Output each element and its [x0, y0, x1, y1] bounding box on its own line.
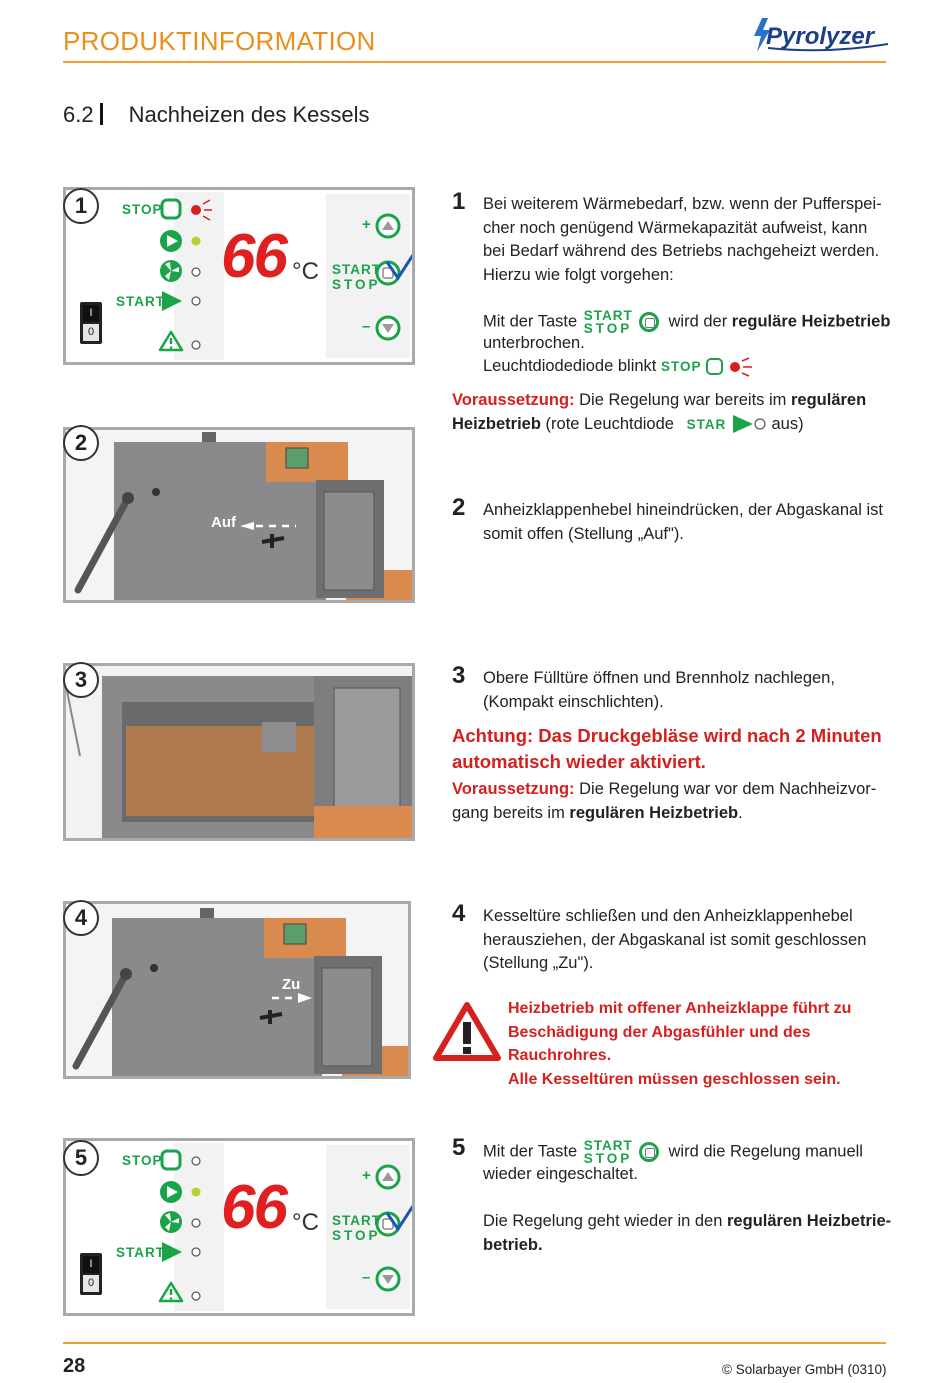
stop-button-icon	[706, 358, 724, 376]
step-1-intro: Bei weiterem Wärmebedarf, bzw. wenn der …	[483, 195, 882, 284]
red-led-blink-icon	[729, 356, 752, 377]
start-led-off-icon	[732, 415, 766, 434]
minus-label: –	[362, 318, 371, 335]
step-number-5: 5	[452, 1134, 466, 1161]
header-title: PRODUKTINFORMATION	[63, 26, 376, 56]
temperature-display: 66	[221, 1173, 288, 1242]
auf-label: Auf	[211, 514, 236, 531]
section-heading: 6.2 Nachheizen des Kessels	[63, 102, 370, 128]
panel-graphics-1	[158, 198, 412, 352]
step-2-text: Anheizklappenhebel hineindrücken, der Ab…	[483, 501, 883, 543]
step-4-warning: Heizbetrieb mit offener Anheizklappe füh…	[508, 1000, 852, 1088]
step-number-1: 1	[452, 188, 466, 215]
copyright: © Solarbayer GmbH (0310)	[722, 1362, 887, 1377]
start-stop-button-icon	[639, 1142, 660, 1162]
step-4-text: Kesseltüre schließen und den Anheizklapp…	[483, 907, 867, 972]
temperature-unit: °C	[292, 1209, 319, 1236]
figure-number-2: 2	[63, 425, 99, 461]
step-5-regelung: Die Regelung geht wieder in den reguläre…	[483, 1212, 892, 1254]
figure-4-boiler-zu: Zu	[63, 901, 411, 1079]
figure-2-boiler-auf: Auf	[63, 427, 415, 603]
header-rule	[63, 61, 886, 63]
page-number: 28	[63, 1355, 86, 1377]
step-5-line2: wieder eingeschaltet.	[483, 1165, 639, 1183]
step-number-4: 4	[452, 900, 466, 927]
step-1-blink-line: Leuchtdiodediode blinkt STOP	[483, 355, 803, 379]
panel-graphics-5	[158, 1149, 412, 1303]
start-label: START	[116, 1245, 165, 1260]
figure-number-5: 5	[63, 1140, 99, 1176]
stop-label: STOP	[122, 1153, 163, 1168]
figure-3-open-door	[63, 663, 415, 841]
temperature-unit: °C	[292, 258, 319, 285]
figure-1-control-panel: I 0 STOP START 66 °C ST	[63, 187, 415, 365]
step-1-unterbrochen: unterbrochen.	[483, 334, 585, 352]
start-label: START	[116, 294, 165, 309]
step-3-text: Obere Fülltüre öffnen und Brennholz nach…	[483, 669, 835, 711]
step-number-3: 3	[452, 662, 466, 689]
step-number-2: 2	[452, 494, 466, 521]
temperature-display: 66	[221, 222, 288, 291]
plus-label: +	[362, 1167, 371, 1184]
start-stop-button-icon	[639, 312, 660, 332]
section-number: 6.2	[63, 102, 94, 127]
zu-label: Zu	[282, 976, 301, 993]
power-switch: I 0	[80, 302, 102, 344]
power-switch: I 0	[80, 1253, 102, 1295]
figure-number-4: 4	[63, 900, 99, 936]
section-bar	[99, 103, 103, 125]
section-title: Nachheizen des Kessels	[128, 102, 370, 127]
figure-number-1: 1	[63, 188, 99, 224]
pyrolyzer-logo: Pyrolyzer	[748, 14, 898, 58]
footer-rule	[63, 1342, 886, 1344]
plus-label: +	[362, 216, 371, 233]
step-3-voraussetzung: Voraussetzung: Die Regelung war vor dem …	[452, 780, 877, 822]
logo-text: Pyrolyzer	[766, 23, 876, 50]
stop-label: STOP	[122, 202, 163, 217]
figure-number-3: 3	[63, 662, 99, 698]
step-1-voraussetzung: Voraussetzung: Die Regelung war bereits …	[452, 391, 867, 434]
step-3-achtung: Achtung: Das Druckgebläse wird nach 2 Mi…	[452, 725, 882, 772]
warning-icon	[432, 1000, 502, 1064]
minus-label: –	[362, 1269, 371, 1286]
